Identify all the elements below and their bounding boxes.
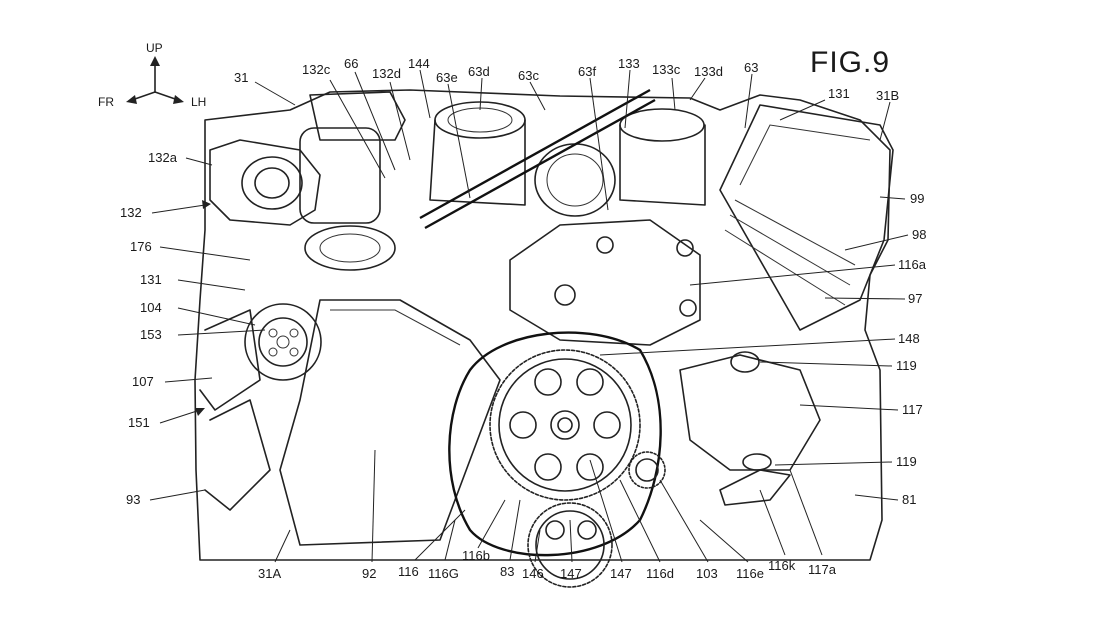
crank-sprocket: [527, 502, 613, 588]
label-116: 116: [398, 564, 419, 579]
label-147-b: 147: [610, 566, 632, 581]
label-31A: 31A: [258, 566, 281, 581]
cam-cover-116a: [509, 219, 701, 346]
label-119-lower: 119: [896, 454, 917, 469]
label-83: 83: [500, 564, 514, 579]
label-93: 93: [126, 492, 140, 507]
pump-117: [679, 351, 821, 506]
label-117a: 117a: [808, 562, 837, 577]
up-axis-label: UP: [146, 41, 163, 55]
label-66: 66: [344, 56, 358, 71]
label-153: 153: [140, 327, 162, 342]
throttle-body-132: [209, 91, 406, 271]
label-103: 103: [696, 566, 718, 581]
reference-labels: 31 132c 66 132d 144 63e 63d 63c 63f 133 …: [120, 56, 927, 581]
front-axis-label: FR: [98, 95, 114, 109]
label-131-top: 131: [828, 86, 850, 101]
label-31: 31: [234, 70, 248, 85]
label-63: 63: [744, 60, 758, 75]
label-133: 133: [618, 56, 640, 71]
label-92: 92: [362, 566, 376, 581]
label-146: 146: [522, 566, 544, 581]
label-132c: 132c: [302, 62, 331, 77]
label-116d: 116d: [646, 566, 674, 581]
label-151: 151: [128, 415, 150, 430]
label-144: 144: [408, 56, 430, 71]
label-117: 117: [902, 402, 923, 417]
label-132: 132: [120, 205, 142, 220]
left-axis-label: LH: [191, 95, 206, 109]
label-132d: 132d: [372, 66, 401, 81]
label-63c: 63c: [518, 68, 539, 83]
label-31B: 31B: [876, 88, 899, 103]
label-116k: 116k: [768, 558, 796, 573]
leader-lines: [149, 69, 909, 563]
label-147-a: 147: [560, 566, 582, 581]
label-81: 81: [902, 492, 916, 507]
idler-pulley-103: [628, 451, 666, 489]
label-133c: 133c: [652, 62, 681, 77]
label-99: 99: [910, 191, 924, 206]
label-63f: 63f: [578, 64, 596, 79]
orientation-indicator: UP FR LH: [98, 41, 206, 109]
label-132a: 132a: [148, 150, 178, 165]
label-107: 107: [132, 374, 154, 389]
label-116a: 116a: [898, 257, 927, 272]
label-176: 176: [130, 239, 152, 254]
water-pump-104: [199, 303, 322, 511]
label-104: 104: [140, 300, 162, 315]
label-97: 97: [908, 291, 922, 306]
label-63d: 63d: [468, 64, 490, 79]
label-63e: 63e: [436, 70, 458, 85]
label-131-left: 131: [140, 272, 162, 287]
cam-sprocket: [489, 349, 641, 501]
figure-title: FIG.9: [810, 46, 890, 79]
label-116b: 116b: [462, 548, 490, 563]
label-133d: 133d: [694, 64, 723, 79]
label-116e: 116e: [736, 566, 764, 581]
label-148: 148: [898, 331, 920, 346]
label-98: 98: [912, 227, 926, 242]
label-116G: 116G: [428, 566, 459, 581]
cover-92: [279, 299, 501, 546]
label-119-upper: 119: [896, 358, 917, 373]
